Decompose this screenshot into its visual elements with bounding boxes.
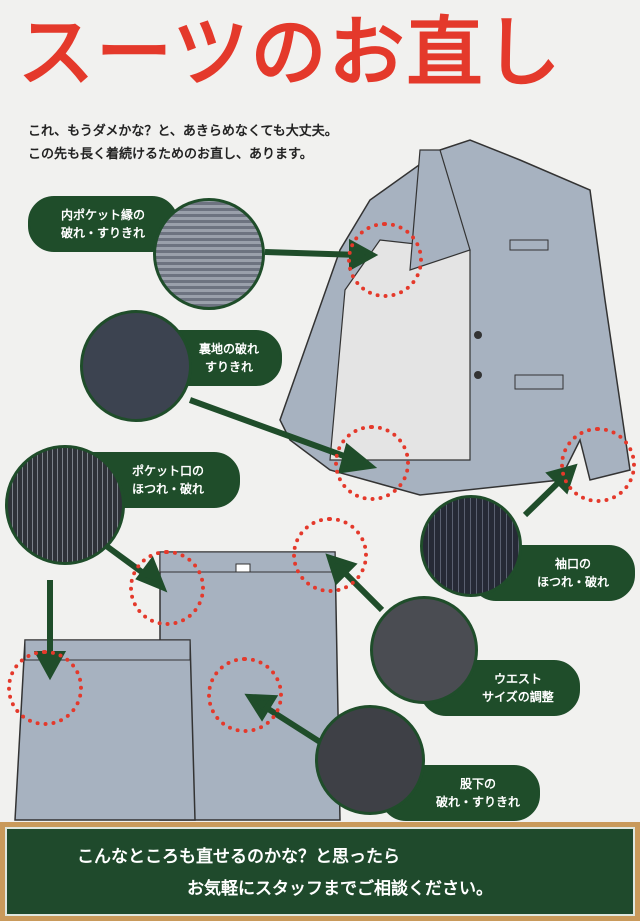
callout-line: サイズの調整 [482, 690, 554, 704]
callout-line: 袖口の [554, 557, 591, 571]
damage-marker-crotch [207, 657, 283, 733]
callout-line: 破れ・すりきれ [435, 795, 520, 809]
photo-crotch [315, 705, 425, 815]
callout-line: 内ポケット縁の [60, 208, 145, 222]
damage-marker-front-pocket [7, 650, 83, 726]
damage-marker-waist [292, 517, 368, 593]
photo-cuff [420, 495, 522, 597]
photo-inner-pocket [153, 198, 265, 310]
footer-line-2: お気軽にスタッフまでご相談ください。 [187, 879, 493, 899]
callout-line: ポケット口の [131, 464, 204, 478]
damage-marker-cuff [560, 427, 636, 503]
callout-line: 股下の [459, 777, 496, 791]
callout-line: 破れ・すりきれ [60, 226, 145, 240]
photo-pocket-opening [5, 445, 125, 565]
photo-waist [370, 596, 478, 704]
damage-marker-pocket [129, 550, 205, 626]
footer-line-1: こんなところも直せるのかな？と思ったら [77, 847, 400, 867]
photo-lining [80, 310, 192, 422]
callout-line: 裏地の破れ [198, 342, 259, 356]
callout-line: ウエスト [493, 672, 542, 686]
lead-line-1: これ、もうダメかな？と、あきらめなくても大丈夫。 [28, 124, 338, 139]
footer-chalkboard: こんなところも直せるのかな？と思ったら お気軽にスタッフまでご相談ください。 [0, 822, 640, 921]
callout-line: すりきれ [204, 360, 253, 374]
callout-line: ほつれ・破れ [536, 575, 609, 589]
lead-line-2: この先も長く着続けるためのお直し、あります。 [28, 147, 313, 162]
page-title: スーツのお直し [18, 8, 563, 97]
damage-marker-inner-pocket [347, 222, 423, 298]
damage-marker-lining [334, 425, 410, 501]
callout-line: ほつれ・破れ [131, 482, 204, 496]
